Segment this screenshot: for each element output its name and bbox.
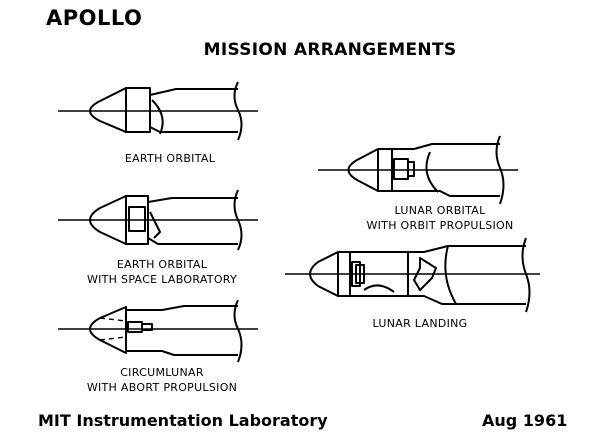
caption-line: WITH SPACE LABORATORY bbox=[86, 273, 238, 286]
caption-line: WITH ORBIT PROPULSION bbox=[366, 219, 514, 232]
caption-line: LUNAR ORBITAL bbox=[394, 204, 486, 217]
earth-orbital-space-lab-caption: EARTH ORBITAL WITH SPACE LABORATORY bbox=[62, 257, 262, 287]
diagram-subtitle: MISSION ARRANGEMENTS bbox=[203, 40, 457, 60]
caption-line: WITH ABORT PROPULSION bbox=[86, 381, 238, 394]
page-title: APOLLO bbox=[46, 6, 143, 30]
lunar-orbital-caption: LUNAR ORBITAL WITH ORBIT PROPULSION bbox=[340, 203, 540, 233]
caption-line: EARTH ORBITAL bbox=[124, 152, 216, 165]
earth-orbital-caption: EARTH ORBITAL bbox=[100, 151, 240, 166]
caption-line: EARTH ORBITAL bbox=[116, 258, 208, 271]
footer-date: Aug 1961 bbox=[482, 411, 568, 430]
caption-line: LUNAR LANDING bbox=[372, 317, 468, 330]
lunar-landing-caption: LUNAR LANDING bbox=[340, 316, 500, 331]
circumlunar-caption: CIRCUMLUNAR WITH ABORT PROPULSION bbox=[62, 365, 262, 395]
caption-line: CIRCUMLUNAR bbox=[120, 366, 204, 379]
footer-organization: MIT Instrumentation Laboratory bbox=[38, 411, 328, 430]
